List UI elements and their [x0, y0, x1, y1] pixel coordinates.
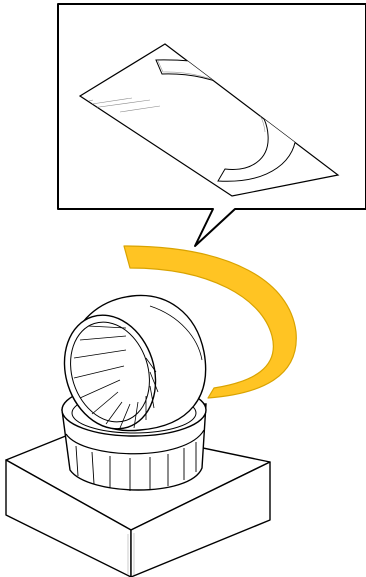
dome-lens-highlight-icon	[149, 305, 203, 361]
curved-template-strip	[123, 245, 297, 399]
pedestal-left-face-icon	[5, 459, 132, 577]
dome-lens-pleats-icon	[73, 325, 159, 429]
pedestal-right-face-icon	[130, 461, 271, 577]
pedestal-edge-highlight-icon	[127, 533, 135, 575]
curved-template-strip-icon	[123, 245, 297, 399]
dome-lens-opening-icon	[63, 314, 157, 430]
dome-lens	[63, 294, 207, 432]
callout-box	[57, 3, 366, 247]
sheet-print-marks-icon	[88, 97, 161, 113]
ring-cap-ribs-icon	[75, 442, 197, 491]
ring-cap-band-icon	[65, 429, 205, 455]
dome-lens-inner-opening-icon	[70, 321, 150, 423]
